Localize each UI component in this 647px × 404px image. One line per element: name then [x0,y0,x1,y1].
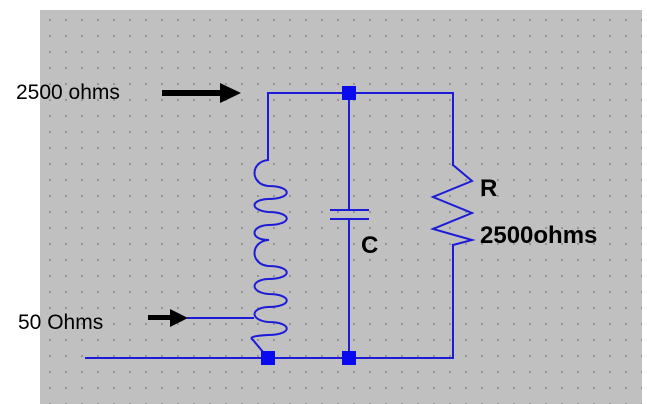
inductor-coil-lower [250,238,288,342]
junction-top [342,86,356,100]
schematic-canvas [40,10,642,404]
arrow-input-high [162,83,241,103]
resistor-zigzag [429,163,476,247]
inductor-coil [253,158,288,242]
label-resistor-value: 2500ohms [480,222,597,249]
label-resistor-name: R [480,175,497,202]
junction-bottom-left [261,351,275,365]
label-capacitor-name: C [361,232,378,259]
label-input-low: 50 Ohms [18,311,103,334]
junction-bottom-mid [342,351,356,365]
label-input-high: 2500 ohms [16,81,120,104]
arrow-input-low [148,309,188,327]
